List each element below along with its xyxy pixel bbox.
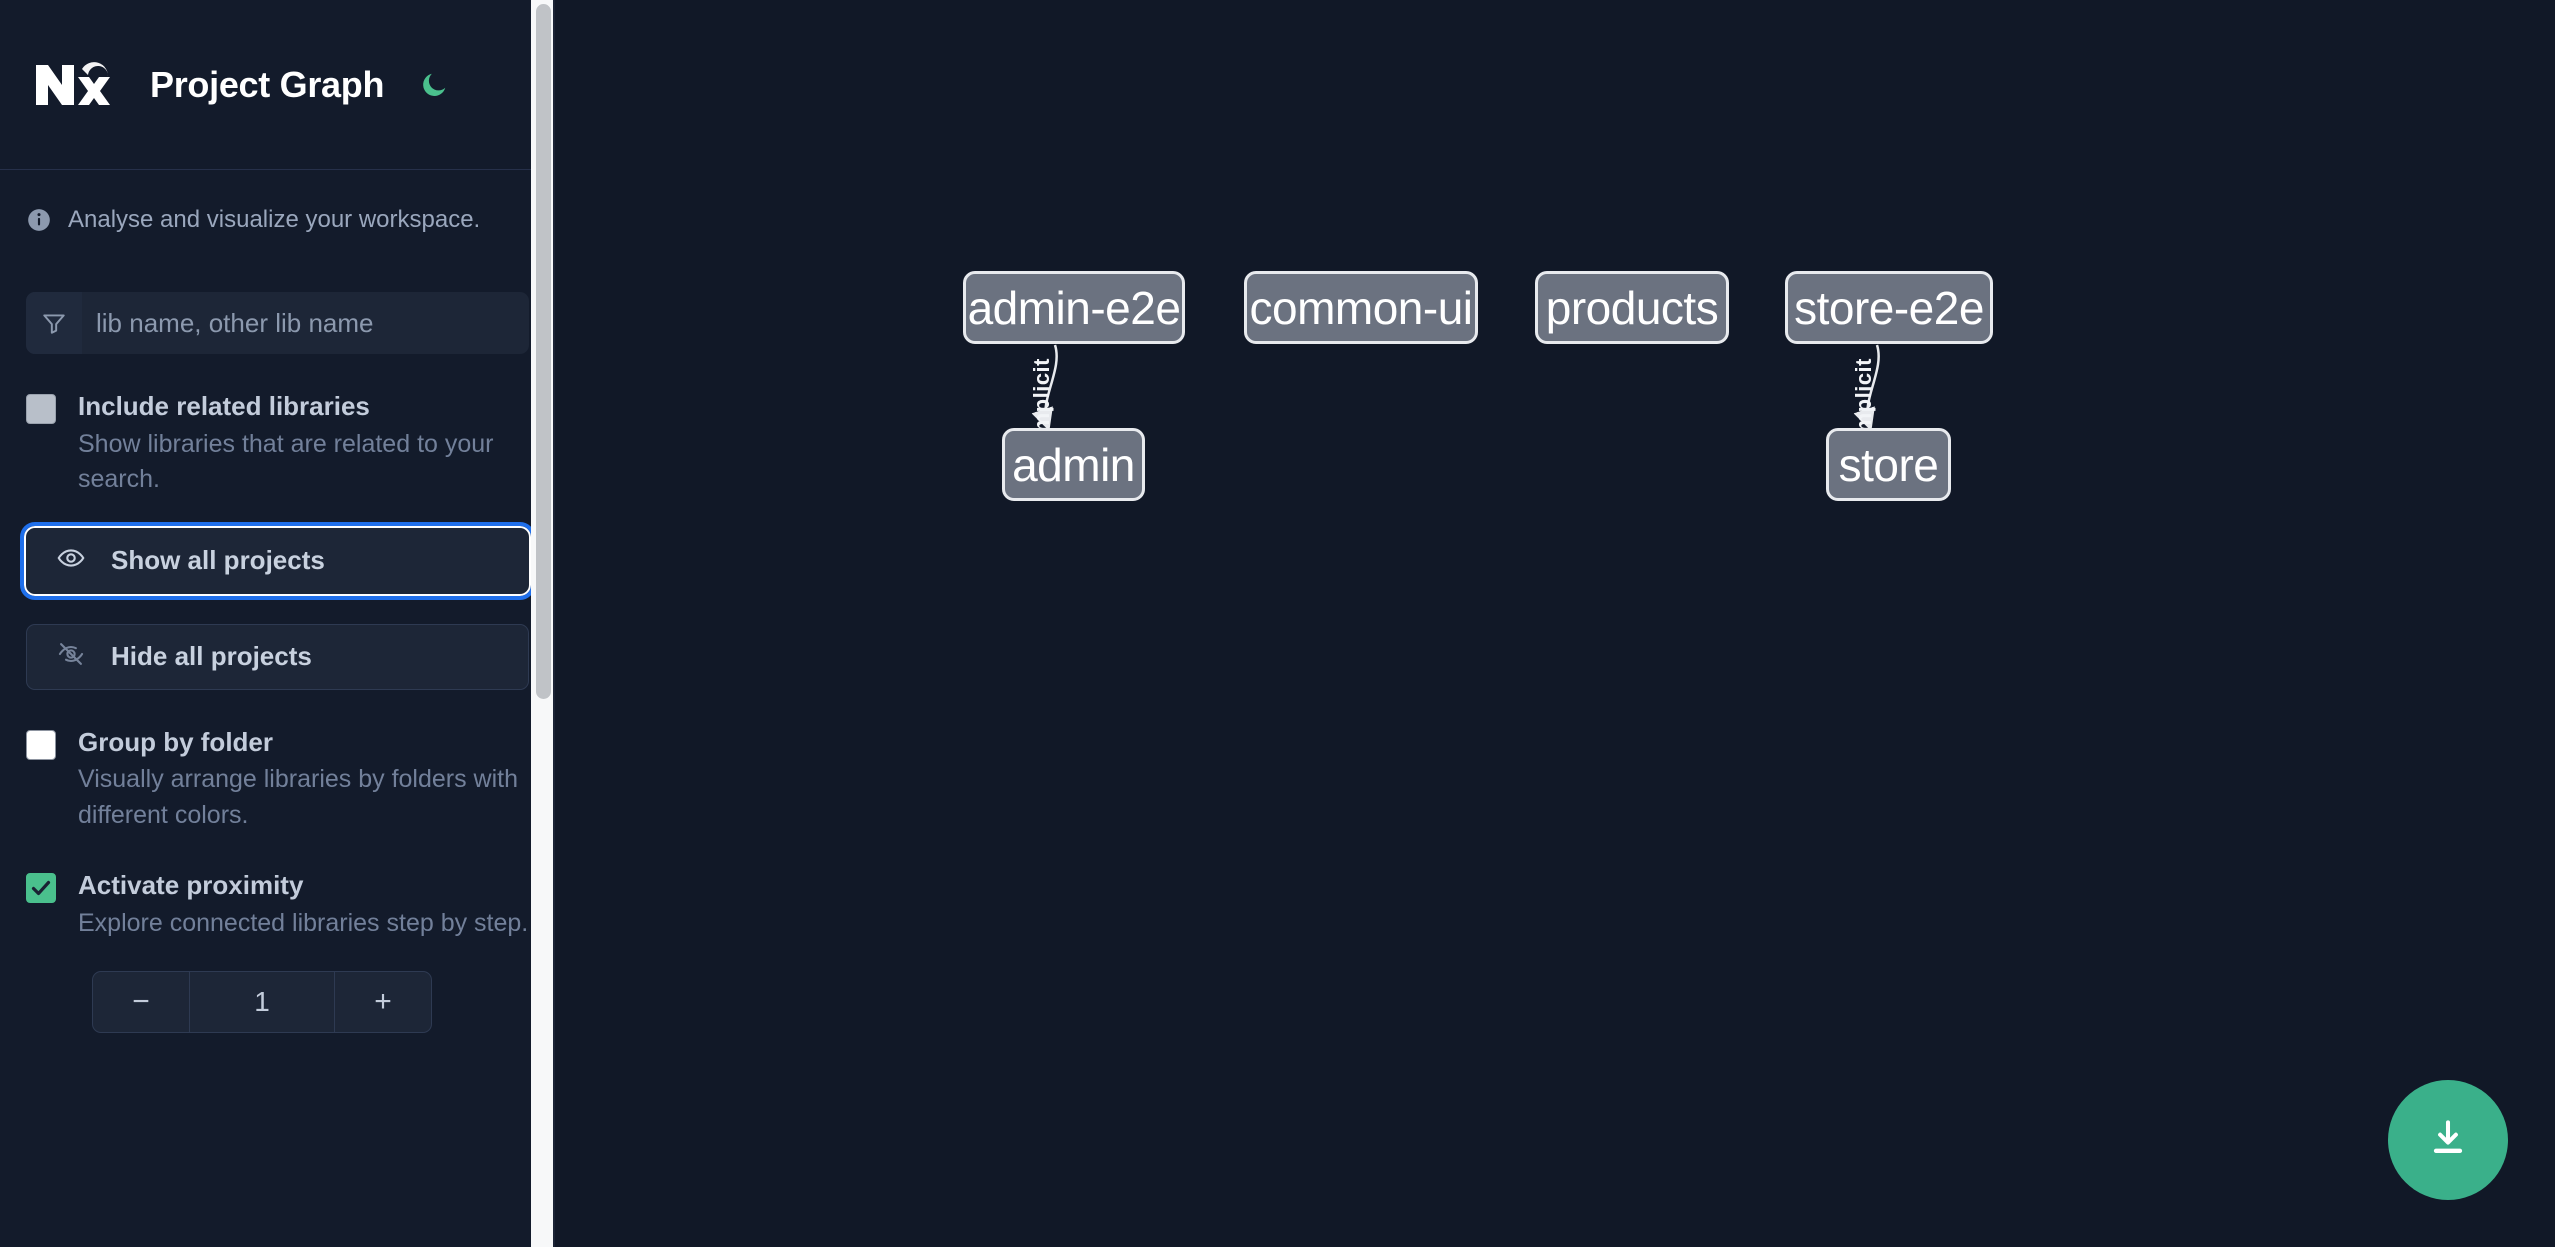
graph-node-products[interactable]: products — [1535, 271, 1729, 344]
graph-node-store[interactable]: store — [1826, 428, 1951, 501]
nx-logo-icon — [26, 55, 114, 115]
option-include-related[interactable]: Include related libraries Show libraries… — [0, 390, 555, 498]
activate-proximity-checkbox[interactable] — [26, 873, 56, 903]
option-group-by-folder[interactable]: Group by folder Visually arrange librari… — [0, 726, 555, 834]
activate-proximity-description: Explore connected libraries step by step… — [78, 908, 529, 937]
edge-label-store: implicit — [1851, 358, 1876, 440]
page-title: Project Graph — [150, 63, 385, 105]
search-input[interactable] — [82, 292, 529, 354]
download-icon — [2426, 1116, 2470, 1165]
include-related-checkbox[interactable] — [26, 394, 56, 424]
graph-canvas[interactable]: implicit implicit admin-e2e common-ui pr… — [555, 0, 2555, 1247]
graph-node-common-ui[interactable]: common-ui — [1244, 271, 1478, 344]
group-by-folder-checkbox[interactable] — [26, 729, 56, 760]
download-graph-button[interactable] — [2388, 1080, 2508, 1200]
show-all-projects-label: Show all projects — [111, 545, 325, 575]
sidebar-header: Project Graph — [0, 0, 555, 170]
proximity-value: 1 — [254, 986, 270, 1017]
hide-all-projects-button[interactable]: Hide all projects — [26, 623, 529, 690]
eye-off-icon — [57, 640, 85, 673]
graph-node-admin[interactable]: admin — [1002, 428, 1145, 501]
proximity-stepper: − 1 + — [92, 971, 432, 1033]
project-visibility-buttons: Show all projects Hide all projects — [0, 521, 555, 690]
activate-proximity-label: Activate proximity — [78, 870, 304, 900]
workspace-info-text: Analyse and visualize your workspace. — [68, 206, 481, 233]
search-bar[interactable] — [26, 292, 529, 354]
hide-all-projects-label: Hide all projects — [111, 641, 312, 671]
sidebar-scrollbar[interactable] — [531, 0, 555, 1247]
include-related-description: Show libraries that are related to your … — [78, 429, 494, 494]
sidebar-edge — [553, 0, 555, 1247]
info-circle-icon — [26, 207, 52, 233]
moon-icon[interactable] — [414, 65, 454, 105]
sidebar: Project Graph Analyse and visualize your… — [0, 0, 555, 1247]
sidebar-scrollbar-thumb[interactable] — [536, 4, 551, 699]
eye-icon — [57, 544, 85, 577]
include-related-label: Include related libraries — [78, 391, 370, 421]
graph-edges — [1031, 344, 1880, 432]
group-by-folder-description: Visually arrange libraries by folders wi… — [78, 765, 519, 829]
filter-funnel-icon — [26, 292, 82, 354]
show-all-projects-button[interactable]: Show all projects — [20, 521, 535, 600]
graph-node-store-e2e[interactable]: store-e2e — [1785, 271, 1993, 344]
edge-label-admin: implicit — [1029, 358, 1054, 440]
proximity-decrement-button[interactable]: − — [93, 972, 190, 1032]
option-activate-proximity[interactable]: Activate proximity Explore connected lib… — [0, 869, 555, 941]
graph-node-admin-e2e[interactable]: admin-e2e — [963, 271, 1185, 344]
proximity-increment-button[interactable]: + — [334, 972, 431, 1032]
workspace-info: Analyse and visualize your workspace. — [0, 170, 555, 234]
group-by-folder-label: Group by folder — [78, 726, 273, 757]
